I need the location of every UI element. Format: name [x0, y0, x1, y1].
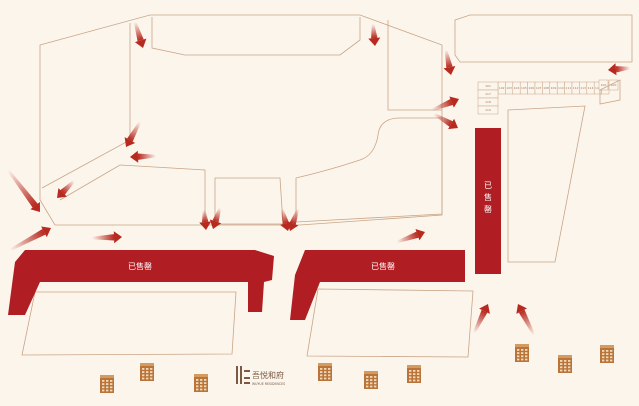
- building-icon: [364, 371, 378, 389]
- flow-arrow-icon: [472, 303, 490, 334]
- flow-arrow-icon: [130, 150, 157, 163]
- plot-outline-bottom-right: [306, 288, 474, 358]
- stall-label: 119: [485, 108, 491, 112]
- stall-label: 100: [611, 83, 617, 87]
- stall-label: 102: [499, 86, 505, 90]
- stall-box: [477, 105, 499, 115]
- stall-label: 109: [551, 86, 557, 90]
- stall-column-left: 101 117 118 119: [477, 81, 499, 115]
- flow-arrow-icon: [433, 112, 459, 130]
- stall-label: 112: [573, 86, 579, 90]
- stall-label: 104: [514, 86, 520, 90]
- stall-label: 106: [528, 86, 534, 90]
- flow-arrow-icon: [396, 229, 425, 244]
- stall-label: 117: [485, 92, 491, 96]
- flow-arrow-icon: [91, 231, 123, 244]
- building-icon: [407, 365, 421, 383]
- sold-block-right[interactable]: [475, 128, 501, 274]
- building-icon: [600, 345, 614, 363]
- plot-outline-upper-strip: [41, 23, 131, 189]
- building-icon: [558, 355, 572, 373]
- logo-subtitle: WUYUE RESIDENCES: [252, 382, 285, 386]
- plot-outline-inner-right: [295, 117, 443, 223]
- stall-label: 101: [485, 84, 491, 88]
- stall-label: 105: [521, 86, 527, 90]
- sold-label-right: 已售罄: [484, 181, 492, 214]
- stall-box: [608, 79, 619, 91]
- flow-arrow-icon: [443, 49, 456, 76]
- building-icons: [100, 344, 614, 393]
- stall-pair-right: 100 100: [598, 79, 619, 91]
- plot-outline-bottom-left: [21, 291, 237, 356]
- plot-outline-inner-centre: [214, 177, 284, 225]
- flow-arrow-icon: [368, 23, 381, 46]
- plot-outline-top-right: [454, 14, 633, 63]
- flow-arrow-icon: [287, 208, 300, 231]
- stall-label: 110: [558, 86, 564, 90]
- stall-label: 100: [601, 83, 607, 87]
- plot-outline-right-tall: [507, 105, 586, 263]
- logo-mark-icon: [236, 366, 250, 384]
- sold-block-middle[interactable]: [290, 250, 465, 320]
- flow-arrow-icon: [209, 207, 222, 229]
- flow-arrow-icon: [9, 226, 52, 252]
- building-icon: [318, 363, 332, 381]
- building-icon: [194, 374, 208, 392]
- plot-outline-top-left: [39, 14, 443, 226]
- stall-label: 108: [543, 86, 549, 90]
- logo-name: 吾悦和府: [252, 370, 284, 380]
- flow-arrow-icon: [431, 96, 460, 112]
- plot-outline-top-notch: [151, 17, 361, 56]
- sold-label-middle: 已售罄: [371, 261, 395, 271]
- flow-arrow-icon: [608, 63, 631, 76]
- logo: 吾悦和府 WUYUE RESIDENCES: [236, 366, 285, 386]
- stall-label: 111: [565, 86, 571, 90]
- stall-box: [598, 79, 609, 91]
- plot-outline-stall-area: [599, 79, 621, 105]
- stall-label: 115: [595, 86, 601, 90]
- sold-label-left: 已售罄: [128, 261, 152, 271]
- sold-block-left[interactable]: [8, 250, 274, 315]
- flow-arrow-icon: [199, 209, 212, 231]
- flow-arrow-icon: [7, 169, 40, 212]
- stall-label: 113: [580, 86, 586, 90]
- stall-label: 107: [536, 86, 542, 90]
- plot-outline-right-strip: [387, 20, 442, 111]
- building-icon: [140, 363, 154, 381]
- flow-arrow-icon: [57, 180, 75, 198]
- stall-label: 118: [485, 100, 491, 104]
- stall-label: 114: [588, 86, 594, 90]
- building-icon: [100, 375, 114, 393]
- flow-arrow-icon: [133, 21, 147, 48]
- flow-arrows: [7, 21, 631, 336]
- building-icon: [515, 344, 529, 362]
- plot-outline-inner-courtyard: [59, 164, 206, 224]
- flow-arrow-icon: [124, 121, 142, 148]
- stall-label: 103: [506, 86, 512, 90]
- flow-arrow-icon: [516, 304, 536, 336]
